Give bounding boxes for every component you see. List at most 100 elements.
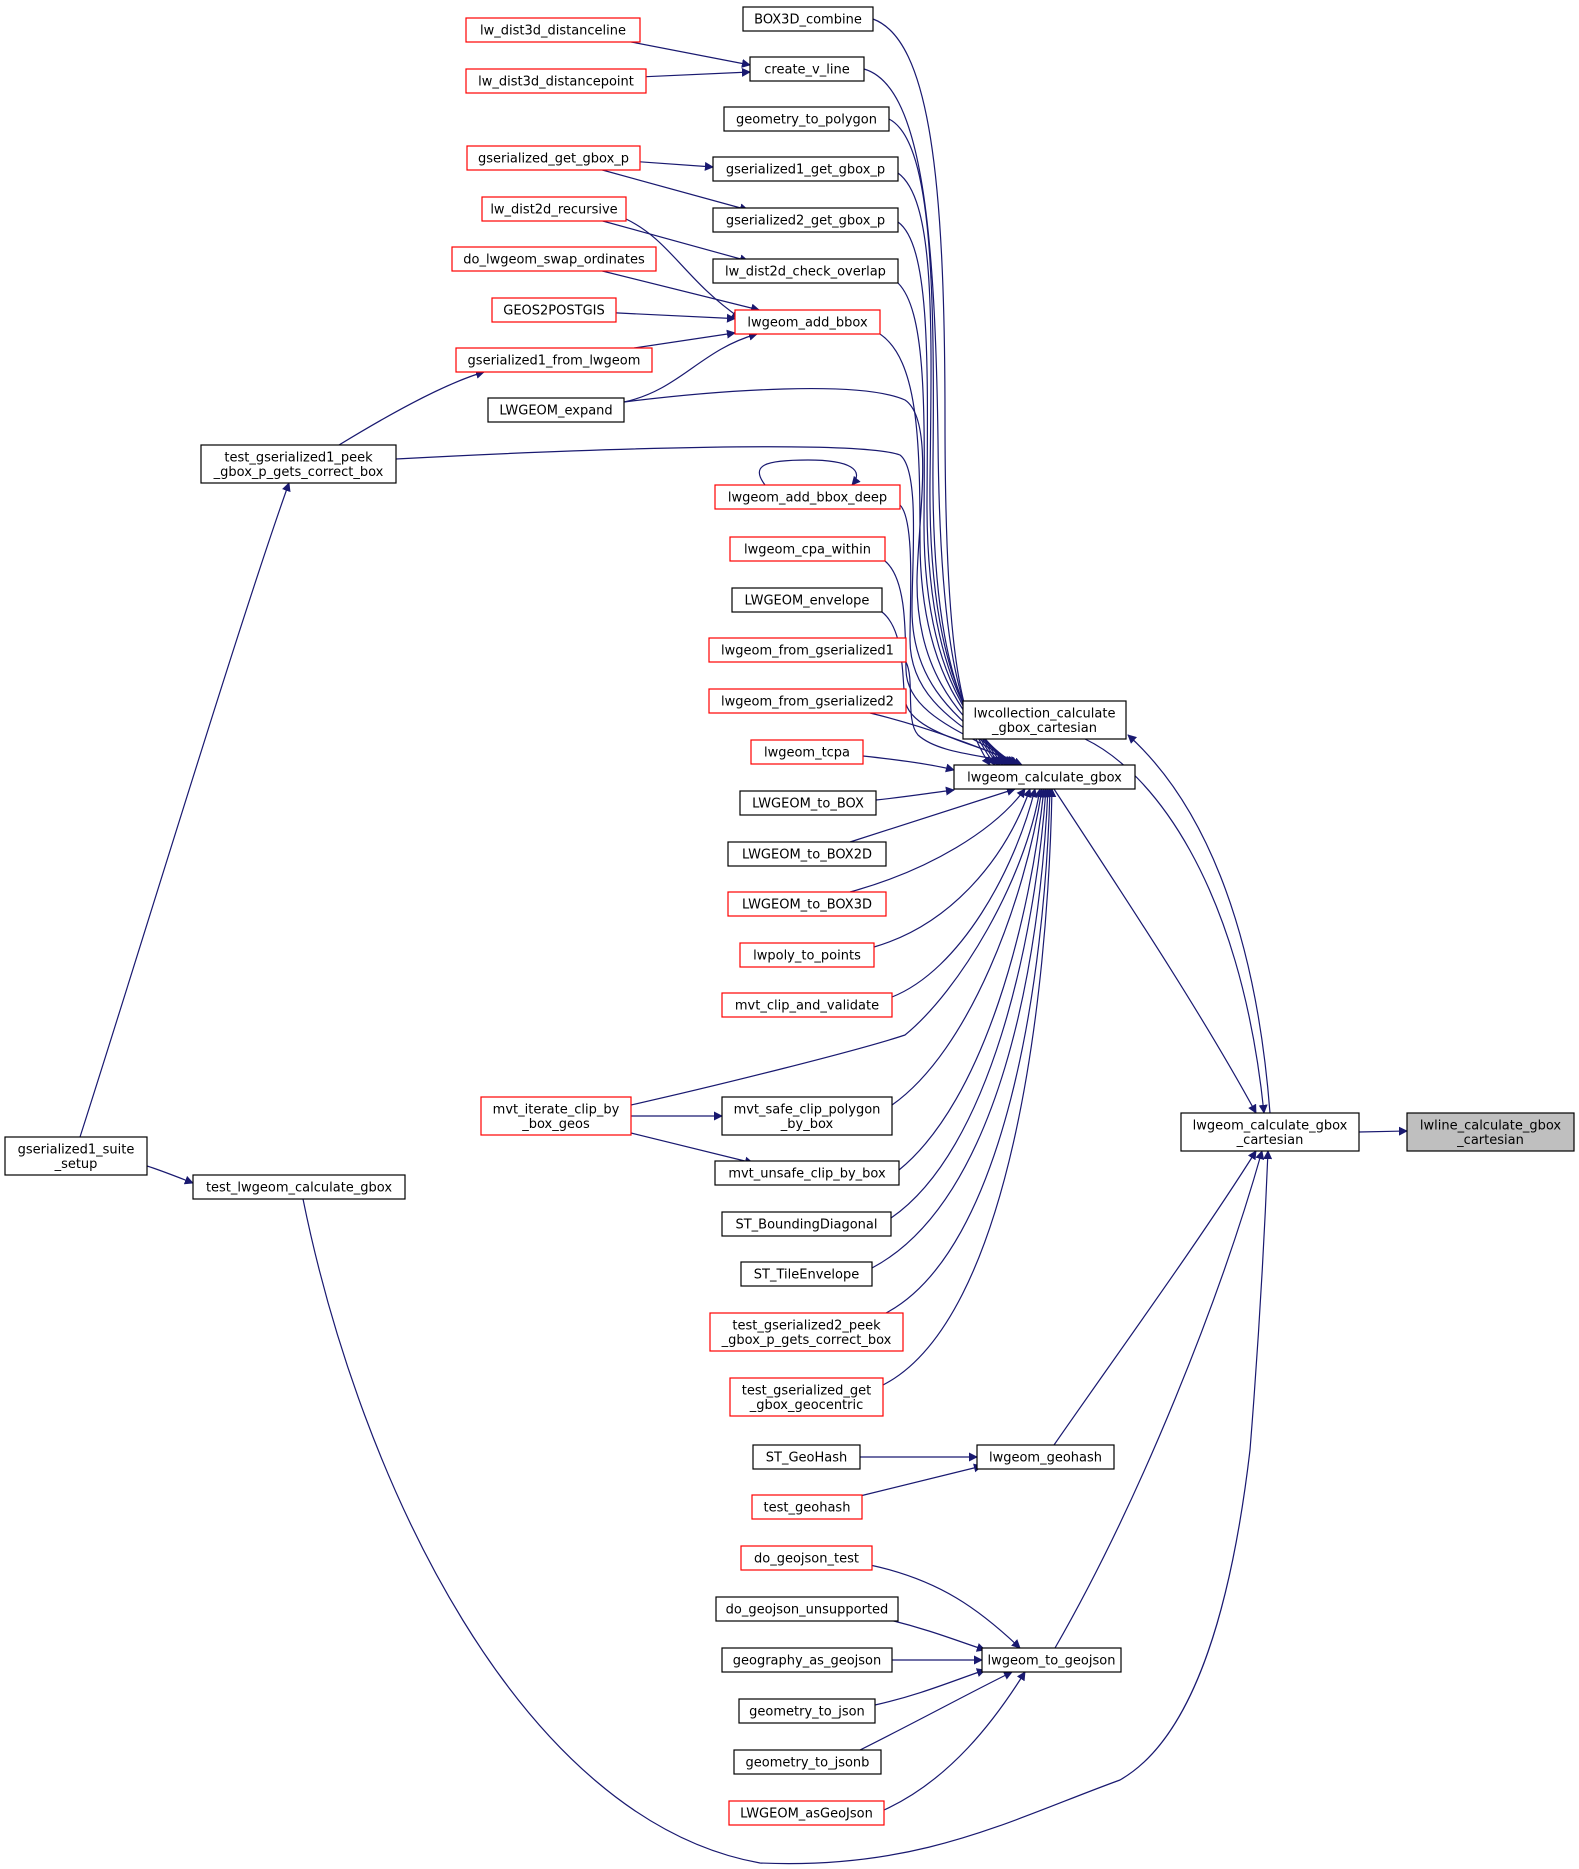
node-lwline_calculate_gbox_cartesian[interactable]: lwline_calculate_gbox_cartesian bbox=[1406, 1112, 1575, 1152]
node-geometry_to_json[interactable]: geometry_to_json bbox=[738, 1698, 876, 1724]
node-label: do_geojson_unsupported bbox=[726, 1603, 889, 1618]
node-geos2postgis[interactable]: GEOS2POSTGIS bbox=[491, 297, 617, 323]
node-box bbox=[728, 1800, 885, 1826]
node-do_geojson_unsupported[interactable]: do_geojson_unsupported bbox=[715, 1596, 899, 1622]
node-box bbox=[714, 484, 901, 510]
node-lw_dist2d_check_overlap[interactable]: lw_dist2d_check_overlap bbox=[712, 258, 899, 284]
node-lwgeom_tcpa[interactable]: lwgeom_tcpa bbox=[750, 739, 864, 765]
node-box bbox=[742, 6, 874, 32]
node-st_geohash[interactable]: ST_GeoHash bbox=[752, 1444, 861, 1470]
node-lwgeom_add_bbox_deep[interactable]: lwgeom_add_bbox_deep bbox=[714, 484, 901, 510]
edge-test_geohash-to-lwgeom_geohash bbox=[861, 1463, 983, 1497]
node-label: gserialized_get_gbox_p bbox=[478, 152, 629, 167]
node-lwgeom_to_geojson[interactable]: lwgeom_to_geojson bbox=[981, 1647, 1122, 1673]
node-label: ST_GeoHash bbox=[766, 1451, 847, 1466]
node-lw_dist2d_recursive[interactable]: lw_dist2d_recursive bbox=[481, 196, 627, 222]
edge-lw_dist2d_recursive-to-lw_dist2d_check_overlap bbox=[602, 220, 749, 264]
node-geometry_to_polygon[interactable]: geometry_to_polygon bbox=[723, 106, 890, 132]
node-label: _gbox_cartesian bbox=[991, 721, 1097, 736]
node-test_geohash[interactable]: test_geohash bbox=[751, 1494, 863, 1520]
node-mvt_unsafe_clip_by_box[interactable]: mvt_unsafe_clip_by_box bbox=[714, 1160, 900, 1186]
node-label: lwgeom_to_geojson bbox=[988, 1654, 1116, 1669]
node-box bbox=[962, 700, 1127, 740]
node-st_boundingdiagonal[interactable]: ST_BoundingDiagonal bbox=[721, 1211, 892, 1237]
edge-test_lwgeom_calculate_gbox-to-lwgeom_calculate_gbox_cartesian bbox=[302, 1150, 1273, 1865]
node-label: geography_as_geojson bbox=[733, 1654, 881, 1669]
edge-geometry_to_jsonb-to-lwgeom_to_geojson bbox=[859, 1671, 1013, 1751]
node-lwgeom_to_box[interactable]: LWGEOM_to_BOX bbox=[739, 790, 877, 816]
node-lwgeom_calculate_gbox[interactable]: lwgeom_calculate_gbox bbox=[953, 764, 1136, 790]
node-label: geometry_to_polygon bbox=[736, 113, 877, 128]
node-lwgeom_asgeojson[interactable]: LWGEOM_asGeoJson bbox=[728, 1800, 885, 1826]
node-geometry_to_jsonb[interactable]: geometry_to_jsonb bbox=[733, 1749, 882, 1775]
node-box bbox=[480, 1096, 632, 1136]
node-create_v_line[interactable]: create_v_line bbox=[749, 56, 865, 82]
node-label: lwline_calculate_gbox bbox=[1420, 1118, 1562, 1133]
node-mvt_iterate_clip_by_box_geos[interactable]: mvt_iterate_clip_by_box_geos bbox=[480, 1096, 632, 1136]
edge-mvt_clip_and_validate-to-lwgeom_calculate_gbox bbox=[891, 788, 1038, 998]
edge-lwgeom_expand-to-lwgeom_calculate_gbox bbox=[623, 387, 1011, 766]
node-box bbox=[491, 297, 617, 323]
node-label: LWGEOM_expand bbox=[499, 404, 612, 419]
edge-lwgeom_cpa_within-to-lwgeom_calculate_gbox bbox=[884, 560, 1017, 766]
edge-lw_dist2d_recursive-to-lwgeom_add_bbox bbox=[625, 218, 741, 319]
node-box bbox=[451, 246, 657, 272]
node-label: _box_geos bbox=[521, 1117, 590, 1132]
node-label: gserialized2_get_gbox_p bbox=[726, 214, 885, 229]
node-box bbox=[749, 56, 865, 82]
edge-lwgeom_to_geojson-to-lwgeom_calculate_gbox_cartesian bbox=[1054, 1150, 1265, 1649]
edge-gserialized_get_gbox_p-to-gserialized2_get_gbox_p bbox=[602, 169, 749, 213]
node-mvt_clip_and_validate[interactable]: mvt_clip_and_validate bbox=[721, 992, 893, 1018]
node-lwgeom_add_bbox[interactable]: lwgeom_add_bbox bbox=[734, 309, 881, 335]
node-label: lwcollection_calculate bbox=[974, 706, 1116, 721]
edge-test_gserialized1_peek-to-gserialized1_from_lwgeom bbox=[338, 369, 485, 446]
node-label: mvt_iterate_clip_by bbox=[493, 1102, 620, 1117]
node-lwgeom_cpa_within[interactable]: lwgeom_cpa_within bbox=[729, 536, 886, 562]
node-mvt_safe_clip_polygon_by_box[interactable]: mvt_safe_clip_polygon_by_box bbox=[721, 1096, 893, 1136]
node-test_gserialized_get_gbox_geocentric[interactable]: test_gserialized_get_gbox_geocentric bbox=[729, 1377, 884, 1417]
node-lwgeom_to_box2d[interactable]: LWGEOM_to_BOX2D bbox=[727, 841, 887, 867]
node-label: LWGEOM_asGeoJson bbox=[740, 1807, 873, 1822]
node-test_gserialized1_peek[interactable]: test_gserialized1_peek_gbox_p_gets_corre… bbox=[200, 444, 397, 484]
node-box bbox=[481, 196, 627, 222]
node-lwgeom_from_gserialized1[interactable]: lwgeom_from_gserialized1 bbox=[708, 637, 907, 663]
node-box bbox=[466, 145, 641, 171]
node-gserialized1_suite_setup[interactable]: gserialized1_suite_setup bbox=[4, 1136, 148, 1176]
node-lwgeom_from_gserialized2[interactable]: lwgeom_from_gserialized2 bbox=[708, 688, 907, 714]
node-label: lwgeom_add_bbox bbox=[747, 316, 868, 331]
node-geography_as_geojson[interactable]: geography_as_geojson bbox=[721, 1647, 893, 1673]
edge-layer bbox=[79, 18, 1408, 1865]
node-gserialized2_get_gbox_p[interactable]: gserialized2_get_gbox_p bbox=[712, 207, 899, 233]
node-lwgeom_geohash[interactable]: lwgeom_geohash bbox=[976, 1444, 1115, 1470]
node-do_lwgeom_swap_ordinates[interactable]: do_lwgeom_swap_ordinates bbox=[451, 246, 657, 272]
edge-lwgeom_to_box-to-lwgeom_calculate_gbox bbox=[875, 786, 955, 801]
node-lwgeom_calculate_gbox_cartesian[interactable]: lwgeom_calculate_gbox_cartesian bbox=[1180, 1112, 1360, 1152]
node-test_gserialized2_peek[interactable]: test_gserialized2_peek_gbox_p_gets_corre… bbox=[709, 1312, 904, 1352]
node-gserialized1_get_gbox_p[interactable]: gserialized1_get_gbox_p bbox=[712, 156, 899, 182]
edge-lwgeom_geohash-to-lwgeom_calculate_gbox_cartesian bbox=[1053, 1150, 1257, 1446]
node-lw_dist3d_distanceline[interactable]: lw_dist3d_distanceline bbox=[465, 17, 641, 43]
node-lwgeom_envelope[interactable]: LWGEOM_envelope bbox=[731, 587, 883, 613]
node-lwpoly_to_points[interactable]: lwpoly_to_points bbox=[739, 942, 875, 968]
node-gserialized_get_gbox_p[interactable]: gserialized_get_gbox_p bbox=[466, 145, 641, 171]
node-test_lwgeom_calculate_gbox[interactable]: test_lwgeom_calculate_gbox bbox=[192, 1174, 406, 1200]
node-st_tileenvelope[interactable]: ST_TileEnvelope bbox=[740, 1261, 873, 1287]
edge-mvt_safe_clip_polygon_by_box-to-lwgeom_calculate_gbox bbox=[891, 788, 1046, 1106]
node-box3d_combine[interactable]: BOX3D_combine bbox=[742, 6, 874, 32]
node-gserialized1_from_lwgeom[interactable]: gserialized1_from_lwgeom bbox=[455, 347, 653, 373]
node-label: mvt_unsafe_clip_by_box bbox=[728, 1167, 886, 1182]
node-label: lw_dist2d_check_overlap bbox=[725, 265, 886, 280]
node-do_geojson_test[interactable]: do_geojson_test bbox=[740, 1545, 873, 1571]
node-lwcollection_calculate_gbox_cartesian[interactable]: lwcollection_calculate_gbox_cartesian bbox=[962, 700, 1127, 740]
node-label: _by_box bbox=[780, 1117, 834, 1132]
node-lwgeom_to_box3d[interactable]: LWGEOM_to_BOX3D bbox=[727, 891, 887, 917]
node-label: LWGEOM_to_BOX2D bbox=[742, 848, 872, 863]
node-lw_dist3d_distancepoint[interactable]: lw_dist3d_distancepoint bbox=[465, 68, 647, 94]
node-box bbox=[465, 17, 641, 43]
node-label: lwpoly_to_points bbox=[753, 949, 861, 964]
node-box bbox=[981, 1647, 1122, 1673]
node-box bbox=[1180, 1112, 1360, 1152]
node-lwgeom_expand[interactable]: LWGEOM_expand bbox=[487, 397, 625, 423]
node-box bbox=[714, 1160, 900, 1186]
